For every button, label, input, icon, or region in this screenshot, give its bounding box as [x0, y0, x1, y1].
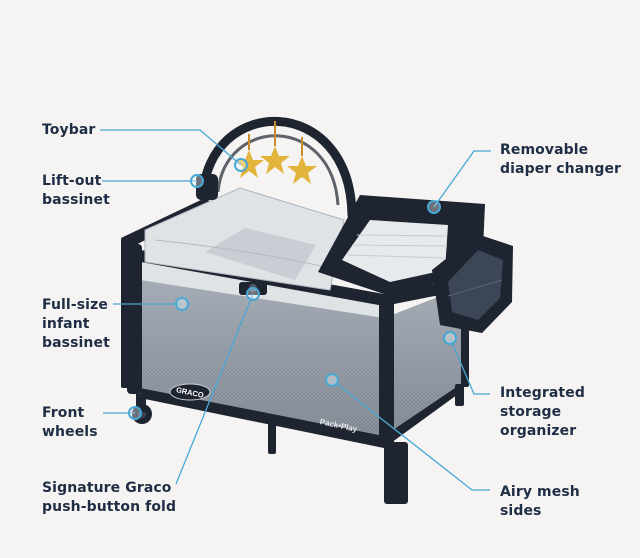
diaper-changer-marker[interactable] — [427, 200, 441, 214]
organizer-marker[interactable] — [443, 331, 457, 345]
toy-star-3 — [287, 137, 317, 184]
label-signature-fold: Signature Graco push-button fold — [42, 480, 177, 515]
toybar-base — [196, 174, 218, 200]
label-removable-diaper-changer: Removable diaper changer — [500, 142, 622, 177]
lift-out-marker[interactable] — [190, 174, 204, 188]
toybar-marker[interactable] — [234, 158, 248, 172]
front-middle-foot — [268, 420, 276, 454]
full-size-marker[interactable] — [175, 297, 189, 311]
push-button-marker[interactable] — [246, 287, 260, 301]
callout-lines — [100, 129, 491, 491]
toybar-arc — [198, 117, 357, 220]
storage-organizer — [432, 234, 513, 333]
front-left-post — [127, 244, 142, 394]
label-integrated-storage-organizer: Integrated storage organizer — [500, 385, 585, 439]
mesh-sides-marker[interactable] — [325, 373, 339, 387]
label-airy-mesh-sides: Airy mesh sides — [500, 484, 580, 519]
front-right-foot — [384, 442, 408, 504]
callout-dots — [128, 158, 457, 420]
graco-logo: GRACO — [169, 383, 211, 401]
label-full-size-infant-bassinet: Full-size infant bassinet — [42, 297, 110, 351]
bassinet — [144, 187, 345, 295]
toy-star-1 — [234, 134, 264, 178]
label-toybar: Toybar — [42, 122, 96, 138]
front-right-post — [379, 296, 394, 446]
rear-right-foot — [455, 384, 464, 406]
label-lift-out-bassinet: Lift-out bassinet — [42, 173, 110, 208]
front-wheels-marker[interactable] — [128, 406, 142, 420]
toy-star-2 — [260, 121, 290, 174]
label-front-wheels: Front wheels — [42, 405, 98, 440]
toybar — [196, 117, 357, 220]
